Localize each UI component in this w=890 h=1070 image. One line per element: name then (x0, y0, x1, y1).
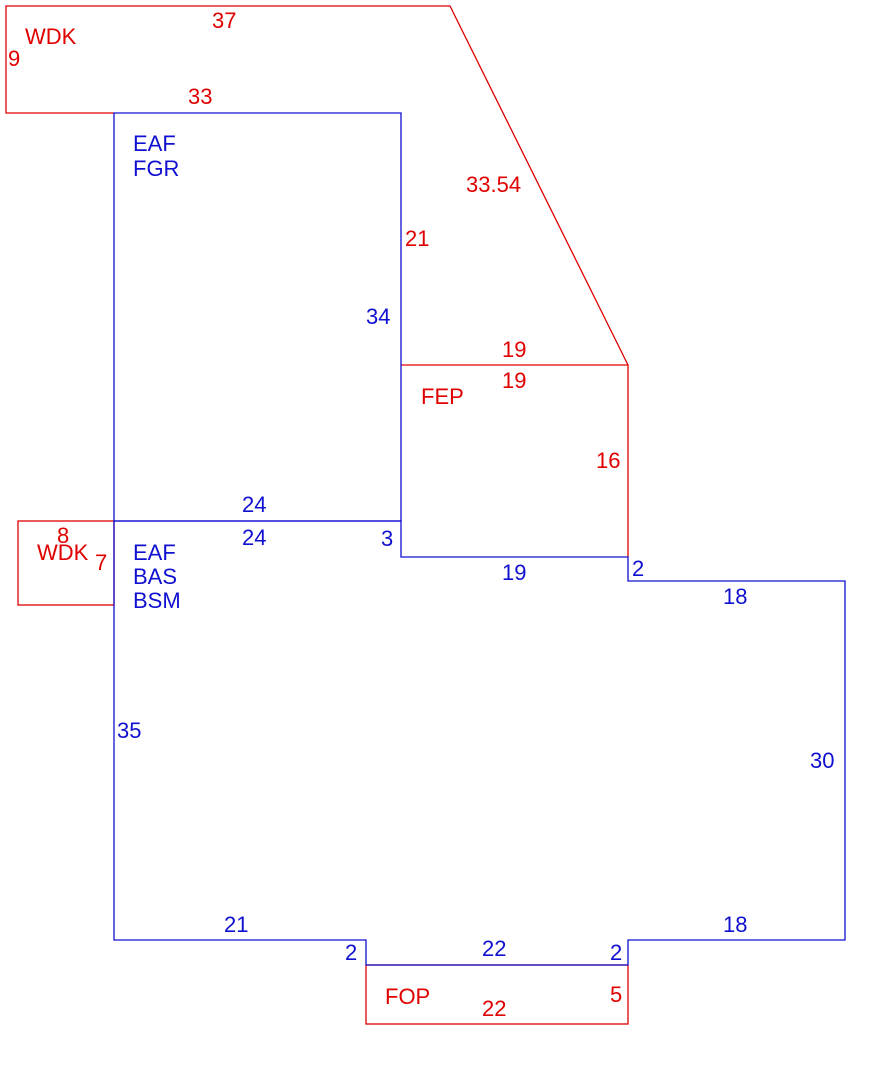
fop-code: FOP (385, 984, 430, 1009)
fep-outline (401, 364, 629, 557)
upper-code-1: EAF (133, 131, 176, 156)
wdk-top-outline (5, 5, 629, 366)
dim-left-side: 35 (117, 718, 141, 743)
dim-fop-bottom: 22 (482, 996, 506, 1021)
fep-code: FEP (421, 384, 464, 409)
dim-bottom-step-left: 2 (345, 940, 357, 965)
dim-wdk-top-inner: 21 (405, 226, 429, 251)
dim-upper-bottom-inner: 24 (242, 525, 266, 550)
dim-step-2-right: 2 (632, 556, 644, 581)
dim-fop-right: 5 (610, 982, 622, 1007)
dim-wdk-top-bottom: 33 (188, 84, 212, 109)
lower-code-3: BSM (133, 588, 181, 613)
dim-fep-right: 16 (596, 448, 620, 473)
dim-right-bottom: 18 (723, 912, 747, 937)
dim-bottom-left: 21 (224, 912, 248, 937)
dim-right-side: 30 (810, 748, 834, 773)
lower-code-2: BAS (133, 564, 177, 589)
dim-right-top: 18 (723, 584, 747, 609)
dim-wdk-left-right: 7 (95, 550, 107, 575)
wdk-left-code: WDK (37, 540, 89, 565)
dim-wdk-top-width: 37 (212, 8, 236, 33)
dim-step-3: 3 (381, 526, 393, 551)
dim-upper-right: 34 (366, 304, 390, 329)
dim-step-19: 19 (502, 560, 526, 585)
dim-fop-top: 22 (482, 936, 506, 961)
lower-living-outline (113, 520, 846, 966)
dim-wdk-left-top: 8 (57, 523, 69, 548)
lower-code-1: EAF (133, 540, 176, 565)
dim-bottom-step-right: 2 (610, 940, 622, 965)
dim-wdk-top-height: 9 (8, 46, 20, 71)
dim-fep-top-inner: 19 (502, 368, 526, 393)
dim-fep-top-outer: 19 (502, 337, 526, 362)
wdk-top-code: WDK (25, 24, 77, 49)
dim-wdk-top-diagonal: 33.54 (466, 172, 521, 197)
dim-upper-bottom-outer: 24 (242, 492, 266, 517)
upper-code-2: FGR (133, 156, 179, 181)
